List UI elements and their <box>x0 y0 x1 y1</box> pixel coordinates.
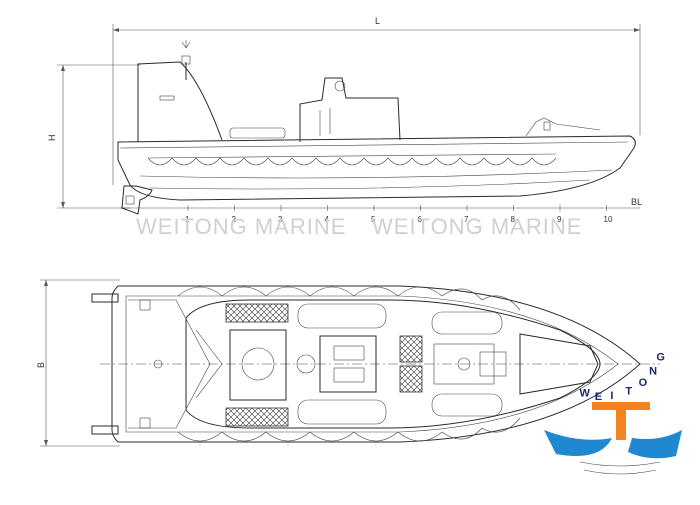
logo-letter: I <box>610 390 613 402</box>
aft-console-box <box>229 329 287 401</box>
station-tick-label: 3 <box>278 215 283 224</box>
station-tick-label: 6 <box>418 215 423 224</box>
seat-mid-stbd <box>399 365 423 393</box>
helm-console <box>319 335 377 393</box>
logo-letter: O <box>639 377 648 389</box>
logo-letter: N <box>649 365 657 377</box>
bow-rail <box>525 117 601 137</box>
logo-letter: G <box>656 352 665 364</box>
inner-deck <box>185 299 601 429</box>
station-tick-label: 4 <box>325 215 330 224</box>
side-elevation: L H BL 1 2 3 4 5 6 7 8 9 10 <box>47 16 642 239</box>
logo-letter: T <box>625 385 632 397</box>
height-label: H <box>47 135 57 142</box>
beam-label: B <box>36 362 46 368</box>
watermark-left: WEITONG MARINE <box>136 214 346 239</box>
seat-aft-stbd <box>225 407 289 427</box>
bow-locker <box>519 333 599 395</box>
beam-dimension: B <box>36 279 120 447</box>
console-side <box>137 61 401 142</box>
logo-letter: W <box>580 387 591 399</box>
plan-view: B <box>36 279 660 447</box>
logo-wave-left <box>544 430 612 456</box>
length-label: L <box>375 16 380 26</box>
station-tick-label: 10 <box>604 215 613 224</box>
antenna-mast <box>181 40 191 80</box>
seat-aft-port <box>225 303 289 323</box>
seat-mid-port <box>399 335 423 363</box>
logo-t-mark <box>592 402 650 440</box>
station-tick-label: 8 <box>511 215 516 224</box>
length-dimension: L <box>112 16 641 185</box>
station-tick-label: 2 <box>232 215 237 224</box>
station-tick-label: 9 <box>557 215 562 224</box>
station-tick-label: 7 <box>464 215 469 224</box>
engine-starboard <box>91 425 119 435</box>
station-tick-label: 5 <box>371 215 376 224</box>
watermark-right: WEITONG MARINE <box>372 214 582 239</box>
outboard-engine <box>121 185 153 215</box>
logo-wave-right <box>628 430 682 459</box>
hull-side <box>117 135 636 201</box>
baseline-label: BL <box>631 197 642 207</box>
engine-port <box>91 293 119 303</box>
logo-letter: E <box>595 391 602 403</box>
station-tick-label: 1 <box>185 215 190 224</box>
steering-wheel-icon <box>296 354 316 374</box>
tube-outline <box>111 285 641 443</box>
station-ticks: 1 2 3 4 5 6 7 8 9 10 <box>185 205 613 224</box>
height-dimension: H <box>47 64 140 209</box>
